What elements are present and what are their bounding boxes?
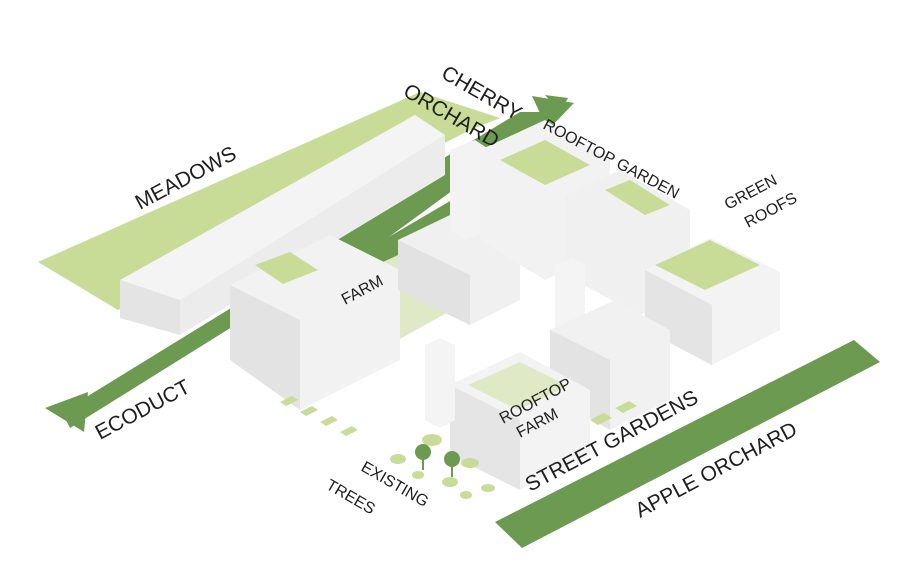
green-roof-left bbox=[255, 252, 318, 284]
building-long-top bbox=[120, 115, 445, 300]
building-long-front bbox=[120, 280, 180, 335]
ecoduct-arrow-head-bottom bbox=[45, 392, 88, 432]
existing-trees bbox=[390, 434, 495, 499]
rooftop-garden-area bbox=[500, 140, 590, 185]
apple-orchard-band bbox=[495, 340, 880, 548]
building-green-roofs-shade bbox=[645, 270, 712, 365]
ecoduct-arrow-head-top bbox=[532, 96, 574, 130]
green-roof-right-stripe bbox=[605, 180, 670, 215]
street-garden-patches bbox=[280, 396, 637, 436]
label-existing-trees-2: TREES bbox=[323, 477, 378, 518]
building-street-shade bbox=[550, 330, 610, 430]
rooftop-farm-area bbox=[468, 362, 568, 410]
building-left-cluster-shade bbox=[230, 285, 300, 410]
green-roof-far-right bbox=[655, 240, 760, 290]
building-middle-shade bbox=[398, 240, 470, 325]
tower-front bbox=[425, 338, 455, 428]
